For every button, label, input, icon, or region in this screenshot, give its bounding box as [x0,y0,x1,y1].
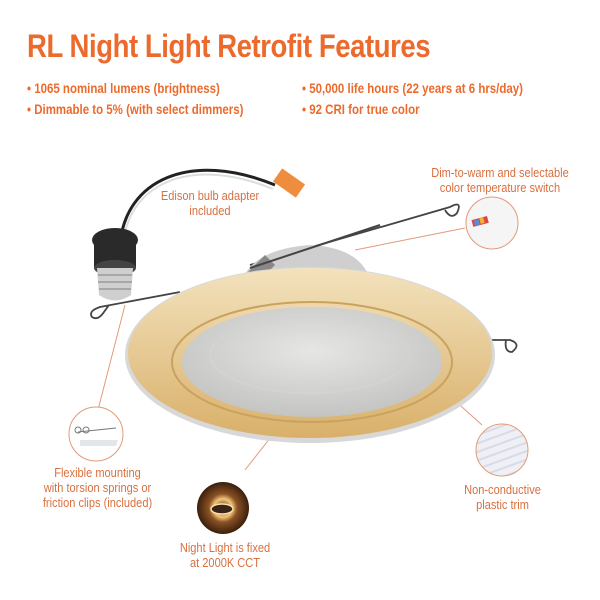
wire-connector [272,168,306,198]
torsion-springs [90,203,518,353]
mounting-detail-bubble [68,406,124,462]
callout-switch-line1: Dim-to-warm and selectable [431,165,569,180]
feature-dimmable: • Dimmable to 5% (with select dimmers) [27,101,244,117]
trim-detail-bubble [475,423,529,477]
callout-mounting-line1: Flexible mounting [54,465,141,480]
callout-switch-line2: color temperature switch [439,180,561,195]
feature-life-hours: • 50,000 life hours (22 years at 6 hrs/d… [302,80,523,96]
callout-trim-line2: plastic trim [476,497,529,512]
callout-edison-line2: included [189,203,231,218]
feature-lumens: • 1065 nominal lumens (brightness) [27,80,220,96]
callout-trim: Non-conductive plastic trim [449,482,555,512]
feature-cri: • 92 CRI for true color [302,101,420,117]
diffuser-lens [182,307,442,417]
callout-mounting: Flexible mounting with torsion springs o… [23,465,172,510]
callout-edison-adapter: Edison bulb adapter included [142,188,278,218]
page-title: RL Night Light Retrofit Features [27,28,431,64]
edison-adapter [92,168,306,301]
callout-edison-line1: Edison bulb adapter [160,188,260,203]
callout-mounting-line3: friction clips (included) [42,495,153,510]
nightlight-detail-bubble [197,482,249,534]
callout-nightlight: Night Light is fixed at 2000K CCT [166,540,285,570]
callout-switch: Dim-to-warm and selectable color tempera… [415,165,585,195]
callout-nightlight-line2: at 2000K CCT [189,555,261,570]
switch-detail-bubble [465,196,519,250]
callout-mounting-line2: with torsion springs or [43,480,152,495]
callout-nightlight-line1: Night Light is fixed [179,540,271,555]
callout-trim-line1: Non-conductive [464,482,541,497]
